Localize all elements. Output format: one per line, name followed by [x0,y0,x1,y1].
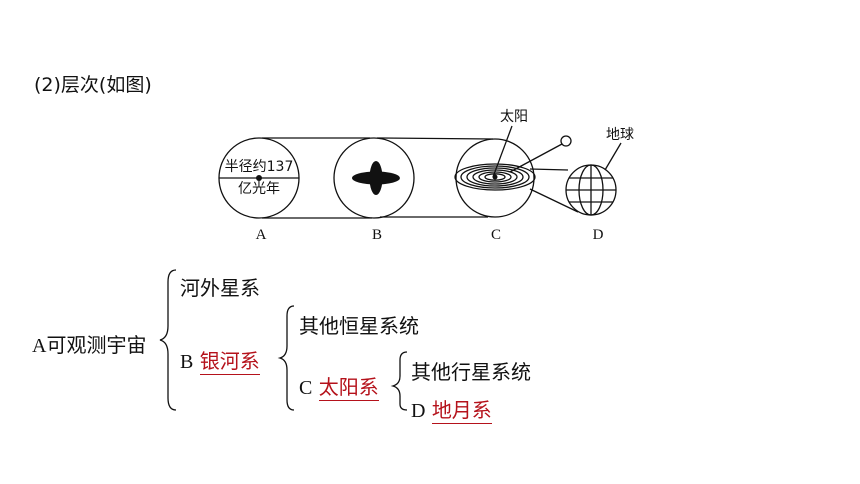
level2-item2-prefix: C [299,377,313,399]
circle-b [333,137,415,219]
circle-a-text-1: 半径约137 [225,159,294,175]
level1-item2-answer: 银河系 [199,349,260,375]
section-heading: (2)层次(如图) [34,74,152,96]
level1-item2: B 银河系 [180,345,260,375]
level3-item2-prefix: D [411,400,426,422]
hierarchy-braces [159,269,408,411]
label-c: C [491,227,501,243]
sun-label: 太阳 [500,109,528,125]
level3-item2: D 地月系 [411,394,492,424]
level3-item2-answer: 地月系 [431,398,492,424]
circle-a-text-2: 亿光年 [238,181,280,197]
earth-label: 地球 [606,127,634,143]
level2-item2: C 太阳系 [299,371,379,401]
level2-item2-answer: 太阳系 [318,375,379,401]
label-a: A [256,227,267,243]
level3-item1: 其他行星系统 [411,360,531,384]
galaxy-shape [352,161,400,195]
level2-item1: 其他恒星系统 [299,314,419,338]
label-d: D [593,227,604,243]
planet-small-circle [560,135,572,147]
circle-c [455,138,535,218]
root-label: A可观测宇宙 [32,335,147,357]
label-b: B [372,227,382,243]
level1-item2-prefix: B [180,351,194,373]
level1-item1: 河外星系 [180,276,260,300]
